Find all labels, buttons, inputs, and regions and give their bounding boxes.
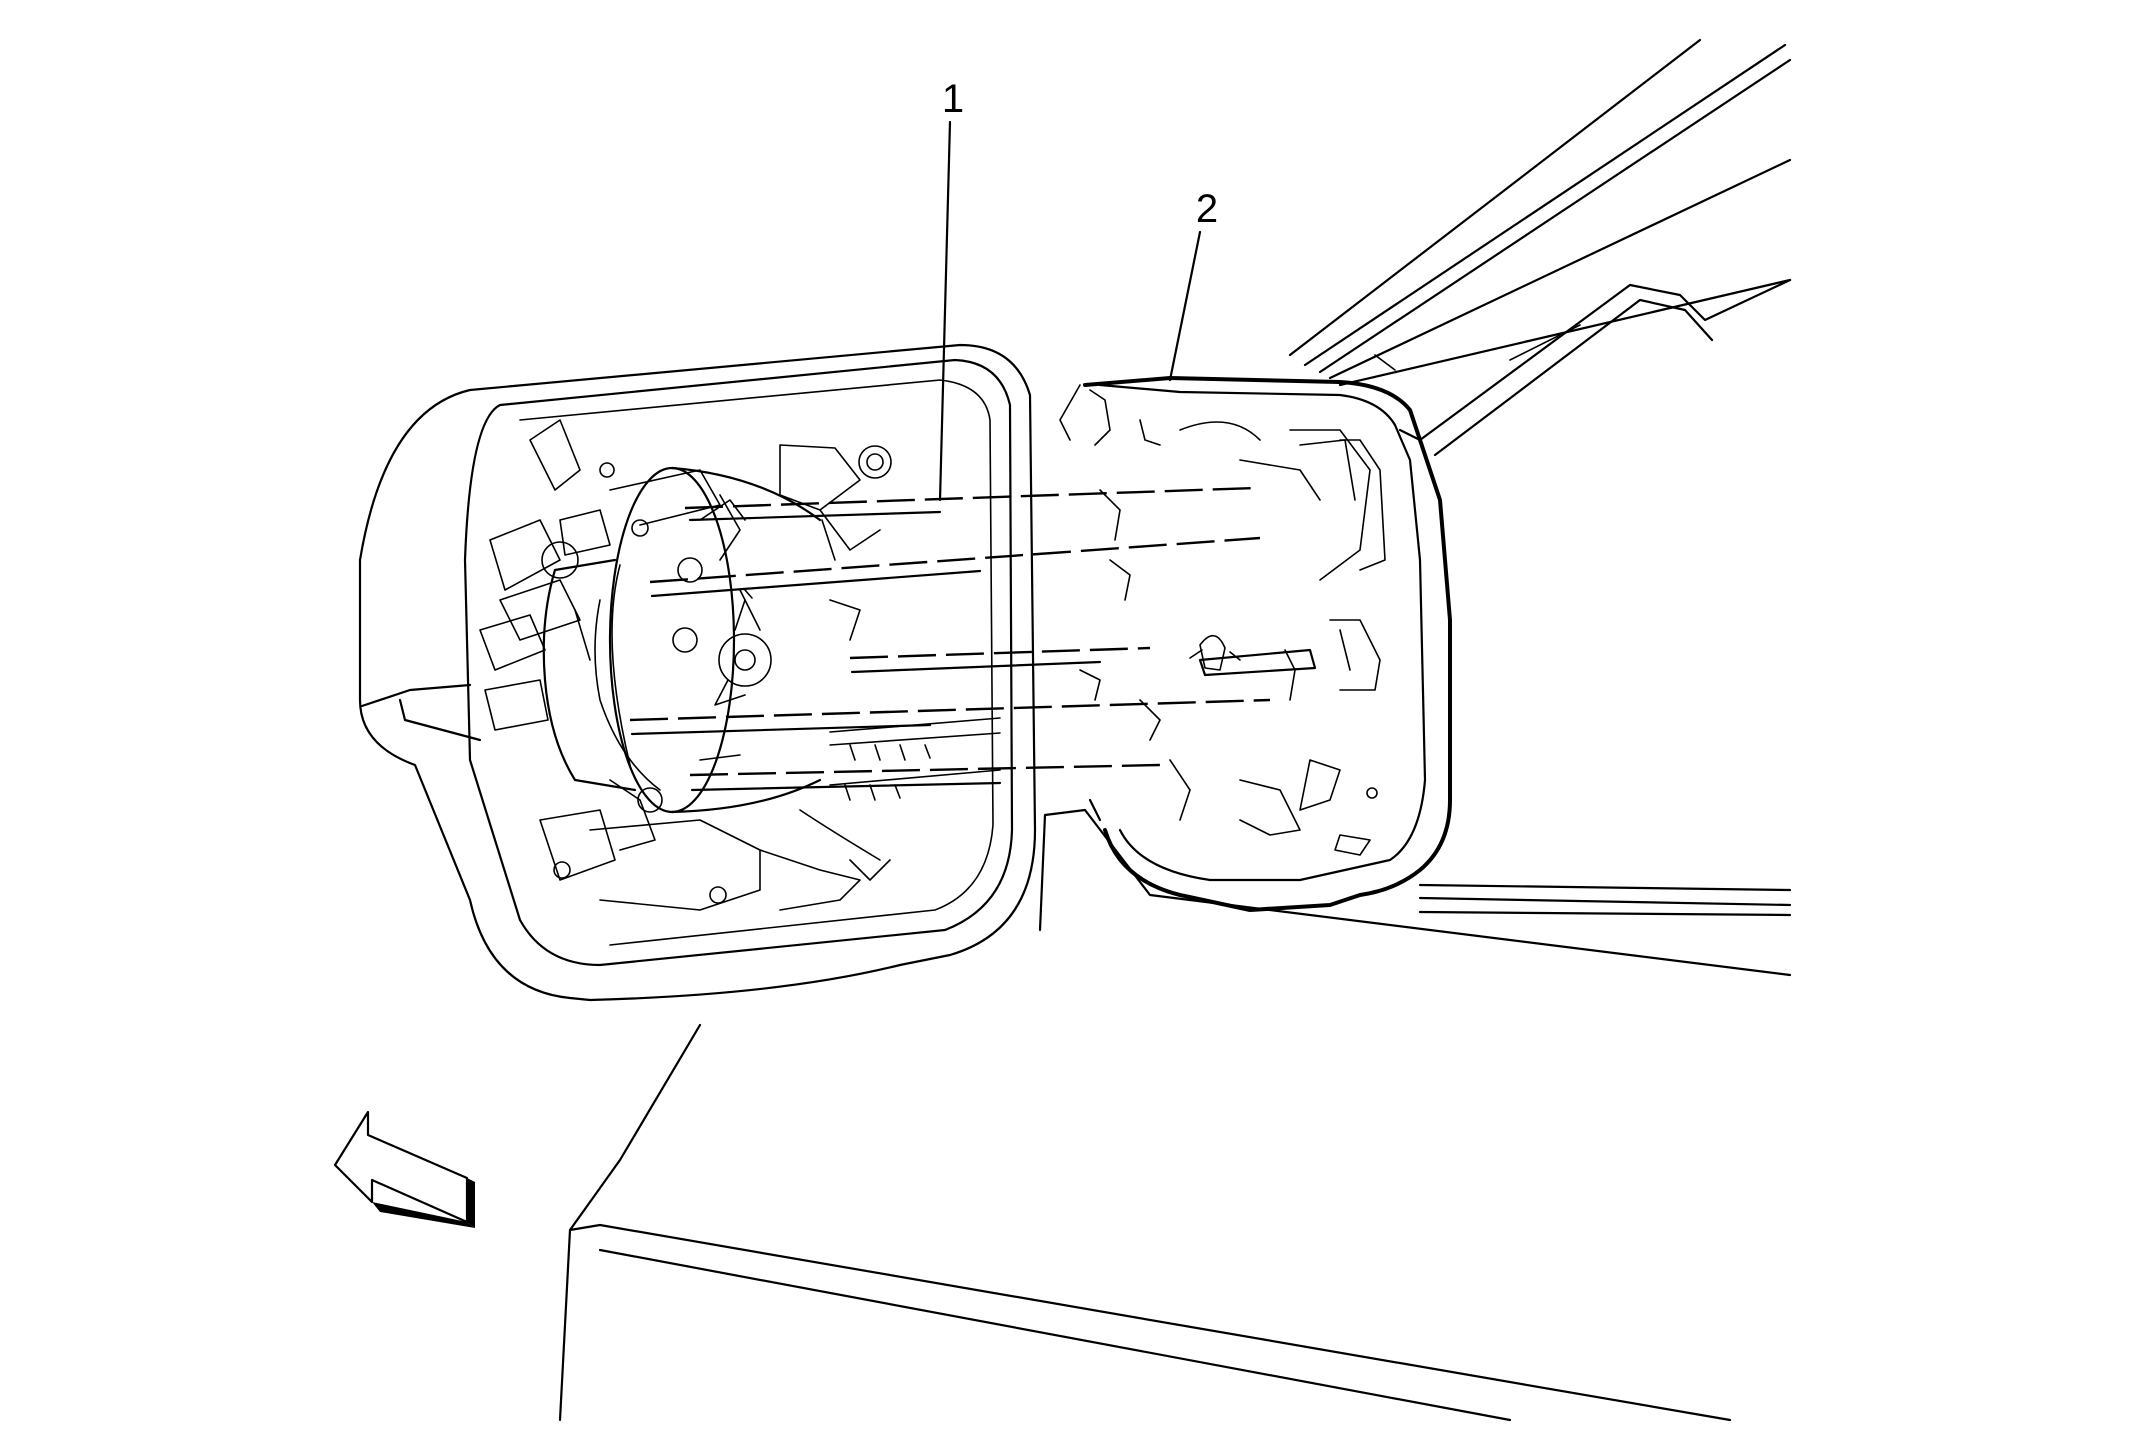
callout-1-label: 1 xyxy=(942,77,964,121)
window-trim xyxy=(1288,38,1792,457)
callout-2-label: 2 xyxy=(1196,187,1218,231)
mirror-glass xyxy=(1059,376,1452,912)
mirror-motor-assembly xyxy=(479,419,892,911)
exploded-view-guides xyxy=(629,486,1317,801)
callout-1: 1 xyxy=(938,77,964,502)
forward-arrow-icon xyxy=(333,1110,475,1228)
mirror-glass-backing-plate xyxy=(542,466,861,814)
callout-2: 2 xyxy=(1168,187,1218,382)
mirror-housing xyxy=(358,343,1037,1002)
